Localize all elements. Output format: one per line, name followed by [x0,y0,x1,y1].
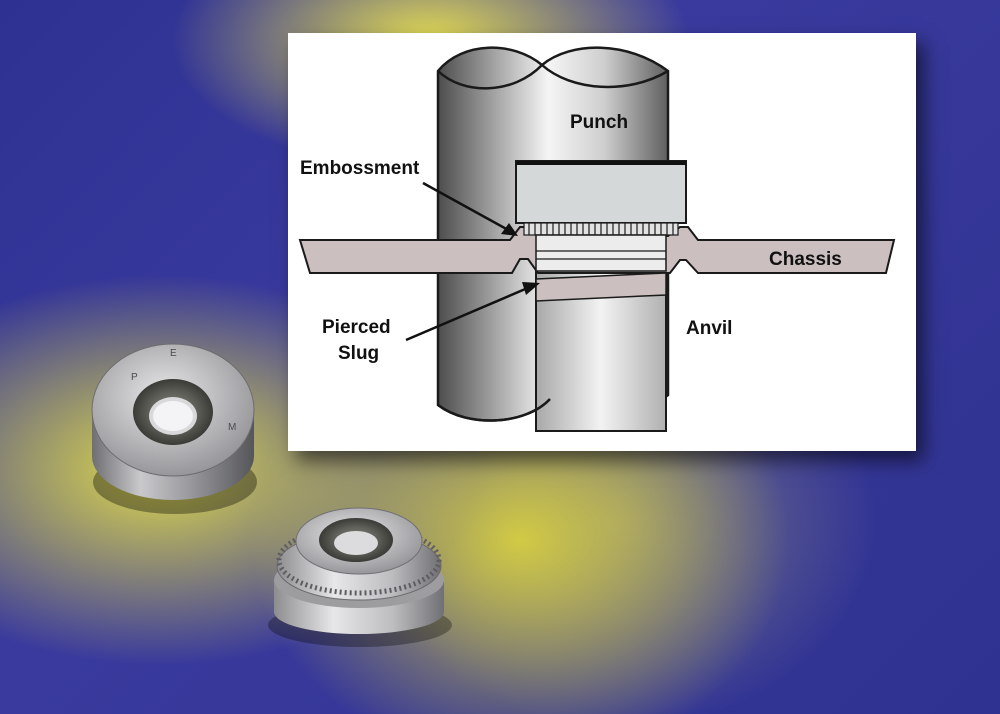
nut-marking-p: P [131,372,138,383]
clinch-diagram: Punch Embossment Chassis Pierced Slug An… [298,46,896,432]
label-chassis: Chassis [769,249,842,270]
nut-body [515,160,687,272]
label-punch: Punch [570,112,628,133]
nut-marking-m: M [228,422,236,433]
pierced-slug [535,272,667,302]
embossment-leader [422,181,518,236]
clinch-nut-photo [268,507,452,647]
embossment-knurl [523,222,679,236]
pem-nut-photo: P E M [91,343,257,514]
slug-leader [405,282,540,342]
nut-marking-e: E [170,348,177,359]
clinch-diagram-panel: Punch Embossment Chassis Pierced Slug An… [288,33,916,451]
label-embossment: Embossment [300,158,420,179]
label-slug: Slug [338,343,379,364]
label-pierced: Pierced [322,317,391,338]
label-anvil: Anvil [686,318,732,339]
